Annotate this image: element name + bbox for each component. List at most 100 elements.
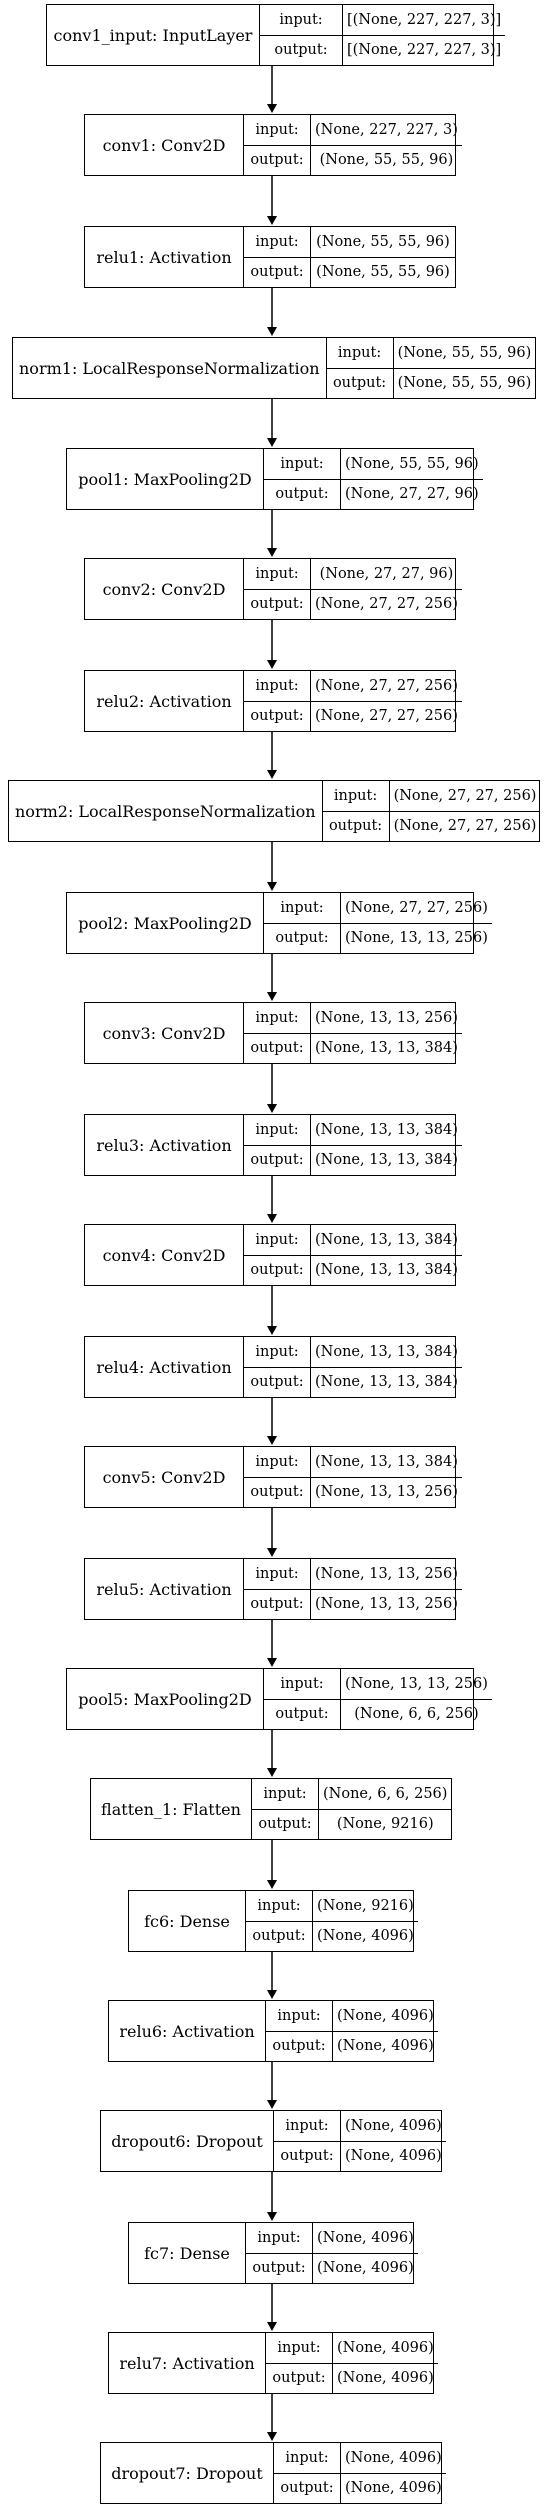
input-label: input:	[274, 2111, 341, 2141]
layer-ports: input:(None, 13, 13, 384)output:(None, 1…	[244, 1115, 462, 1175]
arrow-head-icon	[267, 1104, 277, 1113]
output-port-row: output:(None, 55, 55, 96)	[244, 144, 462, 175]
output-shape: (None, 27, 27, 256)	[393, 818, 537, 835]
output-port-row: output:(None, 55, 55, 96)	[326, 367, 536, 398]
input-label: input:	[244, 1337, 311, 1367]
layer-ports: input:(None, 55, 55, 96)output:(None, 55…	[326, 338, 536, 398]
output-port-row: output:(None, 13, 13, 384)	[244, 1254, 462, 1285]
layer-name: fc6: Dense	[129, 1891, 246, 1951]
input-port-row: input:(None, 27, 27, 96)	[244, 559, 462, 589]
input-shape: (None, 6, 6, 256)	[323, 1785, 448, 1802]
input-shape: (None, 4096)	[337, 2007, 434, 2024]
output-shape: (None, 13, 13, 256)	[315, 1596, 458, 1613]
output-port-row: output:(None, 4096)	[246, 1920, 418, 1951]
input-port-row: input:(None, 6, 6, 256)	[252, 1779, 451, 1809]
output-label: output:	[323, 811, 390, 841]
layer-name: fc7: Dense	[129, 2223, 246, 2283]
layer-ports: input:(None, 4096)output:(None, 4096)	[266, 2333, 438, 2393]
output-shape: (None, 9216)	[336, 1816, 434, 1833]
layer-ports: input:(None, 4096)output:(None, 4096)	[246, 2223, 418, 2283]
output-shape: (None, 4096)	[337, 2370, 434, 2387]
layer-name: relu3: Activation	[85, 1115, 244, 1175]
arrow-head-icon	[267, 1214, 277, 1223]
layer-ports: input:(None, 27, 27, 256) output:(None, 2…	[244, 671, 462, 731]
arrow-head-icon	[267, 2432, 277, 2441]
layer-name: conv3: Conv2D	[85, 1003, 244, 1063]
output-port-row: output:(None, 4096)	[266, 2030, 438, 2061]
layer-ports: input:(None, 13, 13, 384)output:(None, 1…	[244, 1225, 462, 1285]
input-port-row: input:(None, 227, 227, 3)	[244, 115, 462, 145]
input-port-row: input:(None, 13, 13, 256)	[244, 1003, 462, 1033]
input-shape: (None, 13, 13, 384)	[315, 1231, 458, 1248]
arrow-head-icon	[267, 1768, 277, 1777]
layer-ports: input:(None, 4096)output:(None, 4096)	[274, 2443, 446, 2503]
output-label: output:	[244, 701, 311, 731]
output-label: output:	[244, 1367, 311, 1397]
output-shape: (None, 13, 13, 384)	[315, 1040, 458, 1057]
input-label: input:	[244, 1559, 311, 1589]
output-port-row: output:(None, 27, 27, 256)	[244, 700, 462, 731]
arrow-head-icon	[267, 548, 277, 557]
arrow-head-icon	[267, 770, 277, 779]
output-label: output:	[274, 2141, 341, 2171]
layer-ports: input:(None, 13, 13, 256)output:(None, 6…	[264, 1669, 492, 1729]
layer-name: pool5: MaxPooling2D	[67, 1669, 264, 1729]
layer-ports: input:(None, 13, 13, 384)output:(None, 1…	[244, 1337, 462, 1397]
input-shape: (None, 4096)	[337, 2339, 434, 2356]
output-label: output:	[246, 1921, 313, 1951]
input-label: input:	[246, 1891, 313, 1921]
output-label: output:	[244, 145, 311, 175]
arrow-head-icon	[267, 1658, 277, 1667]
output-shape: (None, 4096)	[345, 2480, 442, 2497]
arrow-head-icon	[267, 1436, 277, 1445]
layer-name: norm2: LocalResponseNormalization	[9, 781, 323, 841]
input-label: input:	[266, 2333, 333, 2363]
output-port-row: output:(None, 4096)	[274, 2472, 446, 2503]
output-port-row: output:(None, 13, 13, 256)	[244, 1476, 462, 1507]
output-shape: (None, 4096)	[317, 1928, 414, 1945]
layer-name: relu4: Activation	[85, 1337, 244, 1397]
input-label: input:	[264, 893, 341, 923]
input-shape: (None, 4096)	[317, 2229, 414, 2246]
input-shape: (None, 27, 27, 96)	[319, 565, 454, 582]
output-label: output:	[264, 923, 341, 953]
layer-ports: input:(None, 27, 27, 256)output:(None, 1…	[264, 893, 492, 953]
layer-name: relu5: Activation	[85, 1559, 244, 1619]
input-label: input:	[264, 449, 341, 479]
input-shape: (None, 55, 55, 96)	[345, 455, 479, 472]
input-label: input:	[244, 1115, 311, 1145]
layer-ports: input:(None, 27, 27, 256)output:(None, 2…	[322, 781, 541, 841]
layer-ports: input:(None, 55, 55, 96)output:(None, 27…	[264, 449, 483, 509]
input-shape: (None, 27, 27, 256)	[315, 677, 458, 694]
input-port-row: input:(None, 55, 55, 96)	[264, 449, 483, 479]
input-label: input:	[327, 338, 394, 368]
output-shape: (None, 55, 55, 96)	[316, 264, 450, 281]
output-shape: (None, 6, 6, 256)	[354, 1706, 479, 1723]
arrow-head-icon	[267, 327, 277, 336]
output-shape: (None, 4096)	[317, 2260, 414, 2277]
output-shape: (None, 13, 13, 256)	[345, 930, 488, 947]
output-label: output:	[266, 2031, 333, 2061]
output-port-row: output:(None, 55, 55, 96)	[244, 256, 455, 287]
layer-name: dropout6: Dropout	[101, 2111, 274, 2171]
input-port-row: input:(None, 4096)	[266, 2333, 438, 2363]
layer-name: relu7: Activation	[109, 2333, 266, 2393]
arrow-head-icon	[267, 104, 277, 113]
input-port-row: input:(None, 13, 13, 256)	[244, 1559, 462, 1589]
input-port-row: input:(None, 13, 13, 384)	[244, 1225, 462, 1255]
input-label: input:	[244, 671, 311, 701]
layer-ports: input:(None, 4096)output:(None, 4096)	[266, 2001, 438, 2061]
arrow-head-icon	[267, 2212, 277, 2221]
input-shape: (None, 4096)	[345, 2117, 442, 2134]
layer-name: conv1_input: InputLayer	[47, 5, 260, 65]
input-shape: (None, 13, 13, 384)	[315, 1453, 458, 1470]
